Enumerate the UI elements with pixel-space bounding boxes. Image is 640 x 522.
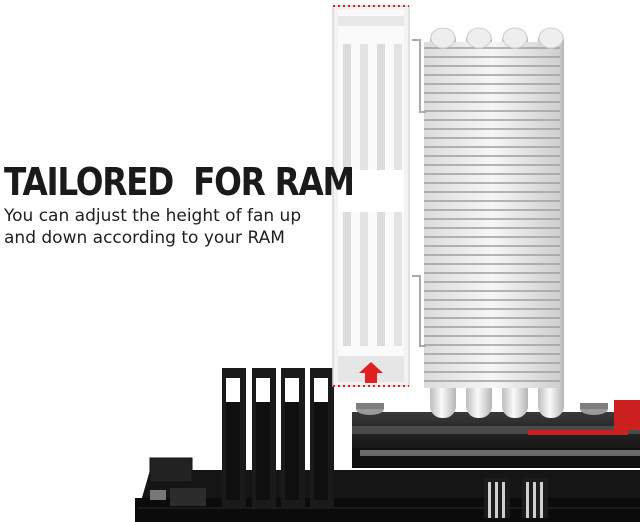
- motherboard: [135, 470, 640, 522]
- up-arrow-icon: [359, 362, 383, 383]
- cooler-base: [352, 400, 640, 468]
- fan-clip: [412, 39, 426, 347]
- ram-slots: [222, 368, 334, 508]
- headline: TAILORED FOR RAM: [4, 160, 355, 204]
- fin-stack: [424, 27, 564, 388]
- description: You can adjust the height of fan up and …: [4, 206, 302, 248]
- fan: [332, 5, 410, 387]
- board-connector: [149, 457, 206, 506]
- header-pins: [484, 478, 548, 518]
